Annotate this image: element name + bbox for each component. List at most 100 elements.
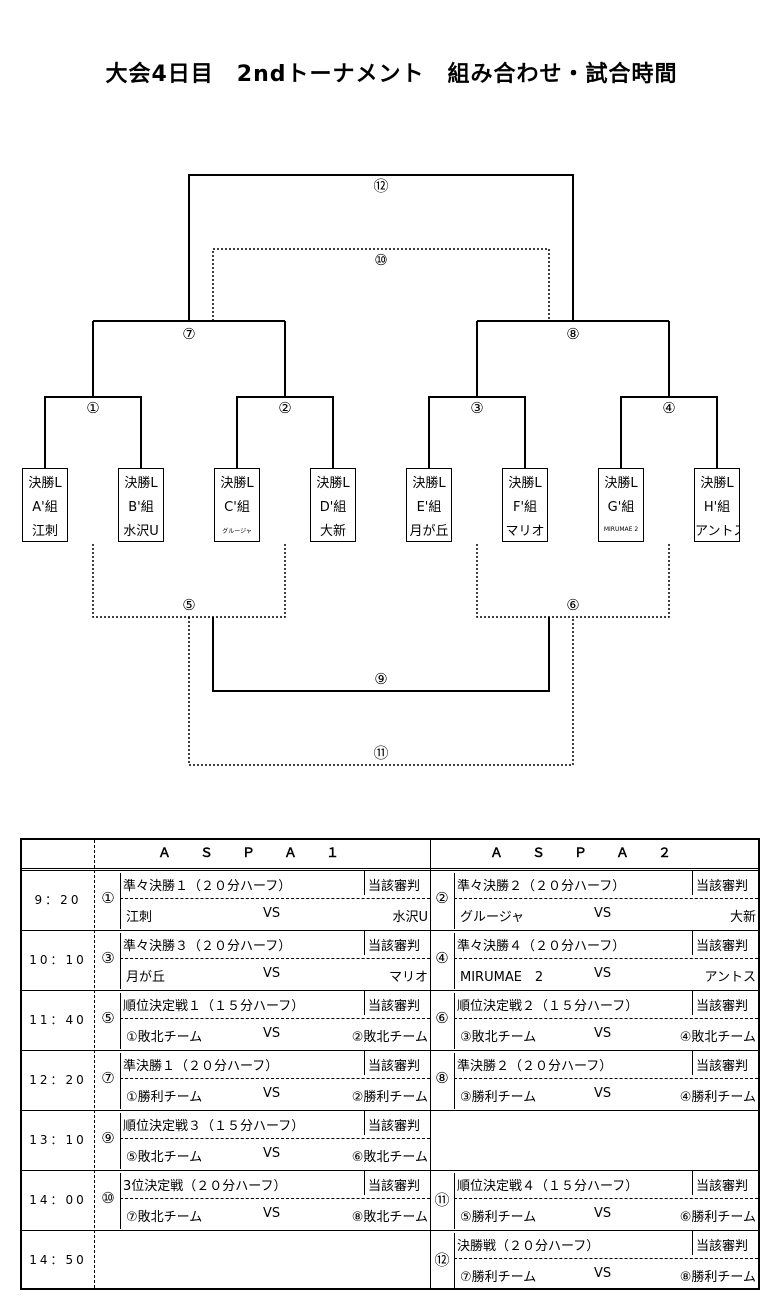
referee-label: 当該審判 bbox=[368, 939, 421, 954]
match-label-m11: ⑪ bbox=[373, 744, 388, 762]
bracket-line-m9 bbox=[212, 617, 550, 692]
team-group-label: 決勝L bbox=[220, 476, 254, 491]
versus-label: VS bbox=[594, 906, 612, 921]
team-group-name: G'組 bbox=[607, 500, 635, 515]
match-label-m2: ② bbox=[278, 399, 291, 417]
home-team: 月が丘 bbox=[126, 970, 166, 985]
versus-label: VS bbox=[263, 1086, 281, 1101]
team-group-name: E'組 bbox=[416, 500, 442, 515]
team-group-name: H'組 bbox=[703, 500, 731, 515]
versus-label: VS bbox=[594, 1086, 612, 1101]
match-label-m3: ③ bbox=[470, 399, 483, 417]
match-inner-divider bbox=[120, 1198, 430, 1199]
referee-cell-border bbox=[692, 1051, 693, 1075]
match-label-m5: ⑤ bbox=[182, 596, 195, 614]
match-title: 準々決勝１（２０分ハーフ） bbox=[123, 879, 292, 894]
match-title: 準々決勝４（２０分ハーフ） bbox=[457, 939, 626, 954]
bracket-line-m10 bbox=[212, 248, 550, 321]
match-label-m10: ⑩ bbox=[374, 251, 387, 269]
match-number: ⑦ bbox=[101, 1069, 115, 1087]
match-time: 14：50 bbox=[29, 1253, 87, 1267]
row-divider bbox=[22, 1050, 758, 1051]
versus-label: VS bbox=[263, 966, 281, 981]
referee-label: 当該審判 bbox=[696, 999, 749, 1014]
home-team: ①敗北チーム bbox=[126, 1030, 203, 1045]
referee-label: 当該審判 bbox=[696, 939, 749, 954]
match-inner-divider bbox=[120, 1018, 430, 1019]
match-inner-divider bbox=[120, 1078, 430, 1079]
match-number-separator bbox=[120, 1113, 121, 1169]
match-title: 順位決定戦４（１５分ハーフ） bbox=[457, 1179, 639, 1194]
home-team: ⑦勝利チーム bbox=[460, 1270, 537, 1285]
away-team: ④敗北チーム bbox=[679, 1030, 756, 1045]
match-title: 順位決定戦１（１５分ハーフ） bbox=[123, 999, 305, 1014]
match-title: 準々決勝３（２０分ハーフ） bbox=[123, 939, 292, 954]
match-number: ④ bbox=[435, 949, 449, 967]
referee-cell-border bbox=[364, 1171, 365, 1195]
row-divider bbox=[22, 1170, 758, 1171]
away-team: ②勝利チーム bbox=[351, 1090, 428, 1105]
match-inner-divider bbox=[454, 1258, 758, 1259]
match-inner-divider bbox=[120, 898, 430, 899]
home-team: 江刺 bbox=[126, 910, 153, 925]
versus-label: VS bbox=[263, 906, 281, 921]
team-box-f: 決勝L F'組 マリオ bbox=[502, 468, 548, 542]
match-number-separator bbox=[454, 1233, 455, 1289]
match-number-separator bbox=[120, 873, 121, 929]
match-number: ② bbox=[435, 889, 449, 907]
match-number: ⑩ bbox=[101, 1189, 115, 1207]
team-group-label: 決勝L bbox=[412, 476, 446, 491]
match-time: 13：10 bbox=[29, 1133, 87, 1147]
team-group-label: 決勝L bbox=[28, 476, 62, 491]
match-number-separator bbox=[120, 933, 121, 989]
home-team: ③勝利チーム bbox=[460, 1090, 537, 1105]
match-number: ⑫ bbox=[434, 1251, 450, 1269]
home-team: ③敗北チーム bbox=[460, 1030, 537, 1045]
referee-cell-border bbox=[364, 1051, 365, 1075]
away-team: ④勝利チーム bbox=[679, 1090, 756, 1105]
match-number: ⑤ bbox=[101, 1009, 115, 1027]
bracket-line-m11 bbox=[188, 617, 574, 766]
referee-label: 当該審判 bbox=[368, 1119, 421, 1134]
match-number: ⑧ bbox=[435, 1069, 449, 1087]
home-team: MIRUMAE 2 bbox=[460, 970, 544, 985]
team-name: 水沢U bbox=[123, 524, 159, 539]
match-inner-divider bbox=[454, 898, 758, 899]
versus-label: VS bbox=[594, 1266, 612, 1281]
match-time: 10：10 bbox=[29, 953, 87, 967]
match-number-separator bbox=[120, 1173, 121, 1229]
team-group-label: 決勝L bbox=[124, 476, 158, 491]
referee-cell-border bbox=[692, 1231, 693, 1255]
venue-header-aspa1: ＡＳＰＡ１ bbox=[157, 846, 368, 861]
match-number: ⑥ bbox=[435, 1009, 449, 1027]
tournament-bracket: ⑫ ⑩ ⑦ ⑧ ① ② ③ ④ ⑤ ⑥ ⑨ ⑪ bbox=[44, 174, 718, 766]
match-label-m8: ⑧ bbox=[566, 325, 579, 343]
away-team: アントス bbox=[704, 970, 756, 985]
team-group-name: D'組 bbox=[319, 500, 347, 515]
away-team: ②敗北チーム bbox=[351, 1030, 428, 1045]
away-team: 大新 bbox=[729, 910, 756, 925]
match-title: 決勝戦（２０分ハーフ） bbox=[457, 1239, 600, 1254]
team-name: マリオ bbox=[505, 524, 545, 539]
match-number-separator bbox=[454, 1173, 455, 1229]
team-box-e: 決勝L E'組 月が丘 bbox=[406, 468, 452, 542]
home-team: ⑤勝利チーム bbox=[460, 1210, 537, 1225]
match-title: 準々決勝２（２０分ハーフ） bbox=[457, 879, 626, 894]
referee-label: 当該審判 bbox=[696, 1179, 749, 1194]
match-label-m12: ⑫ bbox=[373, 177, 388, 195]
match-inner-divider bbox=[120, 958, 430, 959]
team-name: 月が丘 bbox=[409, 524, 449, 539]
home-team: ①勝利チーム bbox=[126, 1090, 203, 1105]
versus-label: VS bbox=[594, 966, 612, 981]
match-label-m1: ① bbox=[86, 399, 99, 417]
referee-cell-border bbox=[364, 991, 365, 1015]
referee-cell-border bbox=[364, 871, 365, 895]
match-inner-divider bbox=[120, 1138, 430, 1139]
team-group-name: C'組 bbox=[224, 500, 250, 515]
match-label-m4: ④ bbox=[662, 399, 675, 417]
team-name: MIRUMAE 2 bbox=[603, 526, 639, 533]
team-group-label: 決勝L bbox=[604, 476, 638, 491]
header-divider bbox=[22, 868, 758, 871]
time-column-separator bbox=[94, 840, 95, 1288]
